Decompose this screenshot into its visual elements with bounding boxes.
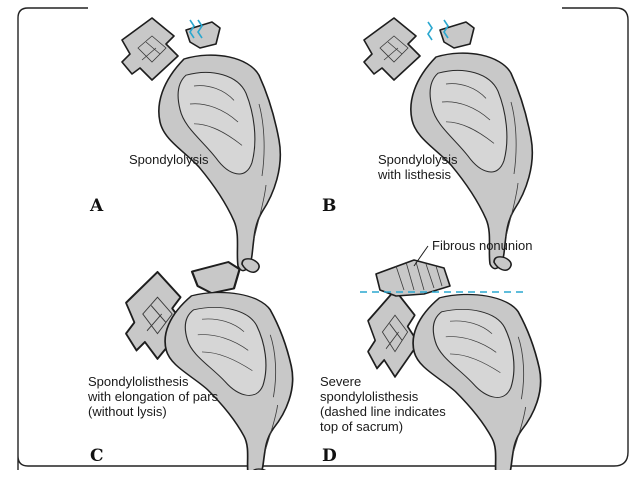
- panel-letter-a: A: [90, 196, 104, 216]
- panel-letter-b: B: [322, 196, 337, 216]
- panel-letter-d: D: [322, 446, 337, 466]
- panel-letter-c: C: [90, 446, 104, 466]
- fibrous-nonunion-band: [375, 259, 451, 297]
- frame-border: [17, 7, 629, 470]
- caption-panel-c: Spondylolisthesis with elongation of par…: [88, 374, 219, 419]
- panel-d-illustration: [360, 245, 542, 470]
- caption-panel-a: Spondylolysis: [129, 152, 209, 167]
- panel-c-illustration: [124, 260, 294, 470]
- pars-defect-mark-a2: [197, 19, 203, 39]
- pars-defect-mark-a: [189, 19, 195, 39]
- callout-leader-line: [413, 245, 429, 267]
- panel-b-illustration: [363, 17, 534, 272]
- figure-frame: Spondylolysis Spondylolysis with listhes…: [4, 4, 632, 470]
- caption-panel-d: Severe spondylolisthesis (dashed line in…: [320, 374, 446, 434]
- figure-canvas: [17, 7, 629, 470]
- pars-defect-mark-b: [427, 21, 433, 41]
- panel-a-illustration: [121, 17, 282, 274]
- callout-fibrous-nonunion: Fibrous nonunion: [432, 238, 533, 253]
- pars-defect-mark-b2: [443, 19, 449, 39]
- caption-panel-b: Spondylolysis with listhesis: [378, 152, 458, 182]
